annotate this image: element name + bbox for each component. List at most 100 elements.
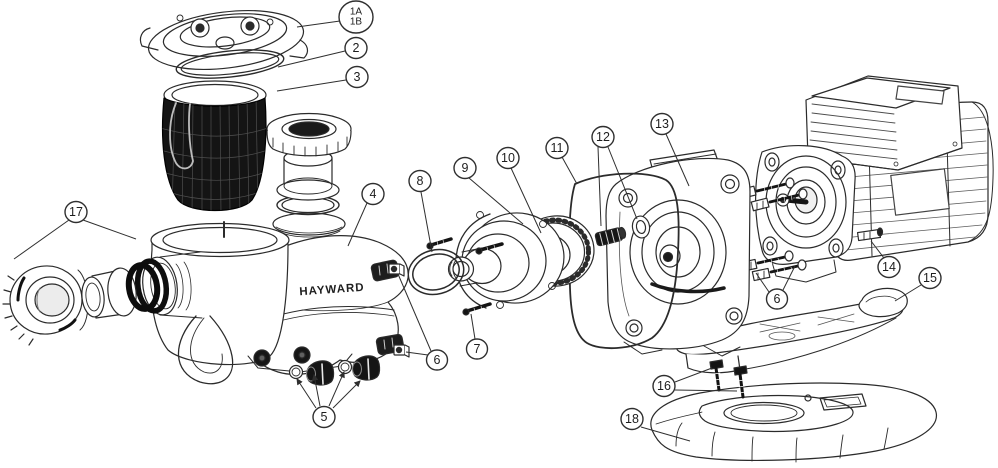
callout-leader-line: [277, 50, 346, 68]
callout-label: 5: [321, 410, 328, 424]
callout-leader-line: [640, 426, 691, 442]
square-nut-parts: [388, 263, 410, 358]
callout-bubble: [425, 349, 449, 371]
callout-leader-line: [674, 389, 738, 392]
callout-bubble: [545, 136, 569, 160]
callout-leader-line: [13, 219, 70, 260]
callout-leader-line: [397, 273, 432, 352]
callout-label: 4: [370, 187, 377, 201]
callout-bubble: [312, 405, 336, 429]
discharge-union-parts: [266, 112, 352, 238]
callout-label: 9: [462, 161, 469, 175]
diffuser-gasket-part: [407, 248, 465, 296]
callout-label: 1A: [350, 7, 363, 18]
callout-label: 6: [774, 292, 781, 306]
callout-4: 4: [347, 182, 385, 247]
strainer-cover-part: [139, 10, 309, 70]
callout-label: 1B: [350, 17, 363, 28]
callout-leader-line: [328, 371, 345, 407]
callout-8: 8: [408, 169, 433, 253]
callout-6-right: 6: [755, 265, 796, 310]
callout-bubble: [465, 338, 489, 360]
callout-bubble: [361, 182, 385, 206]
callout-leader-line: [276, 79, 347, 92]
shaft-seal-parts: [594, 215, 651, 247]
callout-label: 2: [353, 41, 360, 55]
callout-label: 7: [474, 342, 481, 356]
diffuser-part: [447, 211, 565, 309]
callout-5: 5: [296, 371, 361, 429]
lid-oring-part: [175, 49, 285, 79]
brand-label: HAYWARD: [299, 282, 365, 299]
callout-14: 14: [870, 240, 901, 279]
diffuser-screw-7-part: [462, 302, 492, 316]
callout-3: 3: [276, 65, 369, 92]
suction-union-parts: [2, 262, 161, 346]
callout-bubble: [650, 112, 674, 136]
callout-leader-line: [296, 378, 317, 409]
callout-bubble: [496, 146, 520, 170]
callout-leader-line: [870, 240, 885, 259]
callout-leader-line: [597, 146, 602, 227]
callout-leader-line: [82, 219, 137, 240]
callout-18: 18: [620, 407, 691, 442]
callout-leader-line: [405, 351, 429, 356]
callout-bubble: [652, 374, 676, 398]
diffuser-screw-parts: [426, 237, 504, 316]
callout-label: 15: [923, 271, 937, 285]
strainer-basket-part: [161, 80, 267, 212]
callout-leader-line: [510, 167, 542, 234]
callout-label: 8: [417, 174, 424, 188]
callout-label: 12: [596, 130, 610, 144]
callout-label: 14: [882, 260, 896, 274]
callout-label: 10: [501, 151, 515, 165]
callout-bubble: [345, 65, 369, 89]
callout-leader-line: [311, 374, 321, 407]
callout-label: 6: [434, 353, 441, 367]
callout-13: 13: [650, 112, 690, 187]
callout-bubble: [344, 36, 368, 60]
callout-15: 15: [894, 266, 942, 302]
callout-leader-line: [782, 265, 796, 291]
callout-leader-line: [470, 313, 476, 340]
callout-bubble: [338, 0, 374, 34]
callout-label: 3: [354, 70, 361, 84]
callout-leader-line: [420, 191, 433, 253]
motor-part: [755, 75, 994, 283]
base-screw-parts: [709, 359, 748, 399]
callout-bubble: [918, 266, 942, 290]
callout-bubble: [453, 156, 477, 180]
callout-16: 16: [652, 367, 738, 398]
callout-leader-line: [332, 380, 361, 409]
callout-17: 17: [13, 200, 137, 260]
callout-label: 17: [69, 205, 83, 219]
callout-bubble: [64, 200, 88, 224]
callout-9: 9: [453, 156, 524, 225]
callout-label: 11: [551, 141, 564, 155]
callout-bubble: [765, 288, 789, 310]
callout-leader-line: [894, 284, 922, 302]
callout-11: 11: [545, 136, 578, 185]
callout-7: 7: [465, 313, 489, 360]
callout-leader-line: [607, 146, 638, 220]
callout-leader-line: [296, 20, 341, 28]
callout-bubble: [408, 169, 432, 193]
callout-label: 18: [625, 412, 639, 426]
motor-foot-bolt-part: [856, 227, 884, 242]
callout-leader-line: [674, 367, 713, 383]
callout-leader-line: [561, 156, 578, 185]
callout-bubble: [591, 125, 615, 149]
callout-10: 10: [496, 146, 542, 234]
callout-bubble: [620, 407, 644, 431]
callout-12: 12: [591, 125, 638, 227]
callout-leader-line: [755, 272, 770, 293]
callout-label: 13: [655, 117, 669, 131]
callout-leader-line: [665, 133, 690, 187]
callout-2: 2: [277, 36, 368, 68]
callout-leader-line: [468, 177, 524, 225]
callout-6-left: 6: [397, 273, 449, 371]
callout-label: 16: [657, 379, 671, 393]
